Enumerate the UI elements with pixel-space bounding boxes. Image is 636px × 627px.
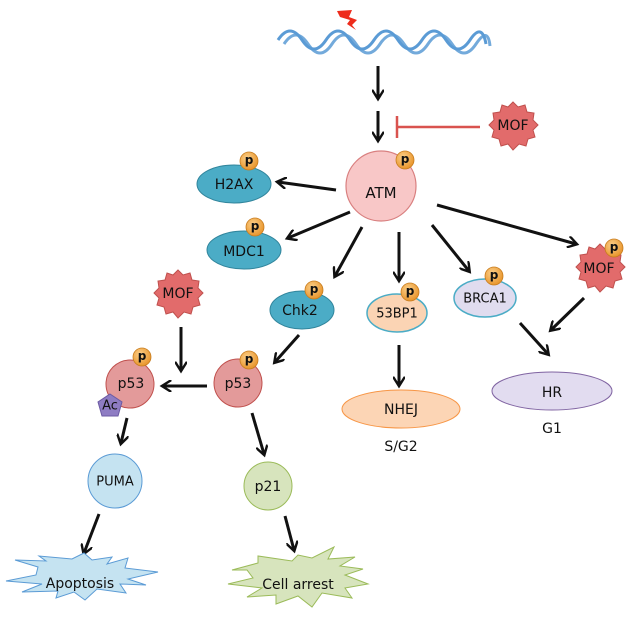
phospho-badge bbox=[304, 280, 324, 300]
node-h2ax: H2AX p bbox=[196, 151, 272, 204]
chk2-label: Chk2 bbox=[282, 303, 318, 319]
hr-phase-label: G1 bbox=[542, 421, 562, 437]
lightning-icon bbox=[337, 10, 357, 30]
edge-brca1-to-hr bbox=[518, 321, 548, 354]
edge-atm-to-mof-p bbox=[436, 203, 576, 244]
phospho-badge bbox=[484, 266, 504, 286]
edge-p21-to-arrest bbox=[283, 515, 294, 550]
node-mof-inhibitor: MOF bbox=[488, 101, 539, 151]
atm-label: ATM bbox=[365, 184, 396, 202]
53bp1-label: 53BP1 bbox=[376, 307, 418, 322]
edge-puma-to-apoptosis bbox=[84, 513, 101, 553]
node-chk2: Chk2 p bbox=[269, 280, 335, 330]
nhej-label: NHEJ bbox=[384, 402, 418, 418]
edge-chk2-to-p53 bbox=[275, 334, 301, 362]
acetyl-badge bbox=[97, 393, 123, 417]
mof-p-label: MOF bbox=[583, 261, 614, 277]
edge-atm-to-brca1 bbox=[430, 224, 469, 271]
dna-damage-icon bbox=[276, 10, 492, 55]
phospho-badge bbox=[395, 150, 415, 170]
node-mof-phosphorylated: MOF p bbox=[575, 238, 626, 293]
node-cell-arrest: Cell arrest bbox=[227, 545, 370, 608]
node-atm: ATM p bbox=[345, 150, 417, 222]
puma-label: PUMA bbox=[96, 475, 134, 490]
edge-atm-to-chk2 bbox=[335, 226, 364, 276]
phospho-badge bbox=[604, 238, 624, 258]
acetyl-label: Ac bbox=[102, 399, 118, 414]
node-p53-right: p53 p bbox=[213, 350, 263, 408]
node-53bp1: 53BP1 p bbox=[366, 282, 428, 333]
node-mof-left: MOF bbox=[153, 269, 204, 319]
node-apoptosis: Apoptosis bbox=[5, 552, 159, 601]
mof-star-shape bbox=[153, 269, 204, 319]
edge-mof-p-to-hr bbox=[551, 296, 586, 330]
hr-label: HR bbox=[542, 385, 563, 401]
node-puma: PUMA bbox=[87, 453, 143, 509]
phospho-badge bbox=[132, 347, 152, 367]
brca1-label: BRCA1 bbox=[463, 292, 507, 307]
edges bbox=[84, 66, 586, 553]
phospho-label: p bbox=[490, 268, 499, 282]
mdc1-label: MDC1 bbox=[223, 244, 265, 260]
edge-p53-right-to-p21 bbox=[250, 412, 264, 454]
phospho-label: p bbox=[245, 153, 254, 167]
h2ax-label: H2AX bbox=[215, 177, 254, 193]
node-hr: HR G1 bbox=[491, 371, 613, 437]
phospho-badge bbox=[400, 282, 420, 302]
phospho-label: p bbox=[401, 152, 410, 166]
phospho-label: p bbox=[610, 240, 619, 254]
phospho-badge bbox=[239, 151, 259, 171]
apoptosis-label: Apoptosis bbox=[46, 576, 114, 592]
node-nhej: NHEJ S/G2 bbox=[341, 389, 461, 455]
node-brca1: BRCA1 p bbox=[453, 266, 517, 318]
p53-right-label: p53 bbox=[225, 376, 252, 392]
node-p21: p21 bbox=[243, 461, 293, 511]
phospho-badge bbox=[245, 217, 265, 237]
cell-arrest-label: Cell arrest bbox=[262, 577, 334, 593]
phospho-label: p bbox=[406, 284, 415, 298]
edge-atm-to-mdc1 bbox=[288, 210, 351, 238]
nhej-phase-label: S/G2 bbox=[384, 439, 417, 455]
phospho-label: p bbox=[138, 349, 147, 363]
phospho-label: p bbox=[245, 352, 254, 366]
node-p53-left: p53 p Ac bbox=[97, 347, 155, 417]
phospho-label: p bbox=[310, 282, 319, 296]
phospho-label: p bbox=[251, 219, 260, 233]
cell-arrest-burst-shape bbox=[227, 545, 370, 608]
apoptosis-burst-shape bbox=[5, 552, 159, 601]
mof-star-shape bbox=[488, 101, 539, 151]
mof-inhibitor-label: MOF bbox=[497, 118, 528, 134]
mof-left-label: MOF bbox=[162, 286, 193, 302]
node-mdc1: MDC1 p bbox=[206, 217, 282, 270]
p21-label: p21 bbox=[255, 479, 282, 495]
edge-p53-left-to-puma bbox=[121, 417, 127, 443]
phospho-badge bbox=[239, 350, 259, 370]
p53-left-label: p53 bbox=[118, 376, 145, 392]
edge-atm-to-h2ax bbox=[278, 182, 337, 192]
